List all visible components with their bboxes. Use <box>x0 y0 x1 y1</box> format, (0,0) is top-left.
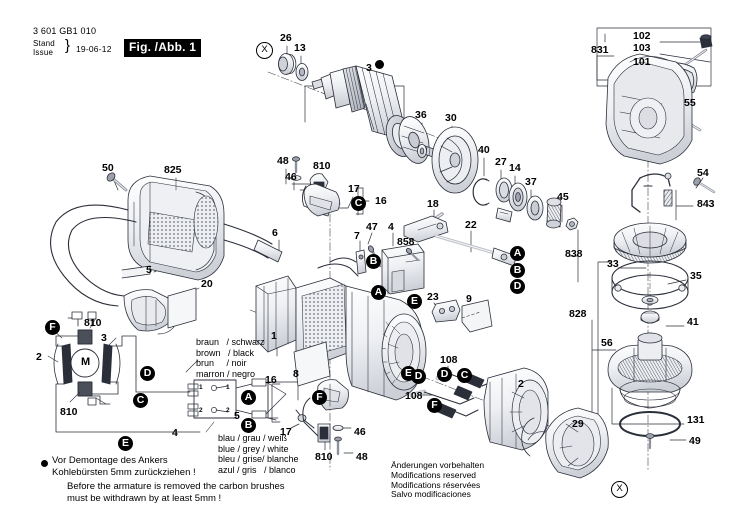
assembly-mark-b: B <box>366 254 381 269</box>
cross-reference-mark: X <box>256 42 273 59</box>
part-number-callout: 47 <box>366 221 378 233</box>
part-number-callout: 838 <box>565 248 583 260</box>
part-number-callout: 16 <box>265 374 277 386</box>
part-number-callout: 2 <box>36 351 42 363</box>
part-number-callout: 33 <box>607 258 619 270</box>
part-number-callout: 40 <box>478 144 490 156</box>
part-number-callout: 3 <box>101 332 107 344</box>
assembly-mark-a: A <box>241 390 256 405</box>
assembly-mark-c: C <box>457 368 472 383</box>
terminal-label-2b: 2 <box>226 407 230 414</box>
part-number-callout: 810 <box>313 160 331 172</box>
assembly-mark-f: F <box>45 320 60 335</box>
part-number-callout: 1 <box>271 330 277 342</box>
part-number-callout: 26 <box>280 32 292 44</box>
part-number-callout: 41 <box>687 316 699 328</box>
part-number-callout: 131 <box>687 414 705 426</box>
part-number-callout: 37 <box>525 176 537 188</box>
assembly-mark-e: E <box>407 294 422 309</box>
disclaimer-text: Änderungen vorbehalten Modifications res… <box>391 460 485 500</box>
assembly-mark-b: B <box>241 418 256 433</box>
part-number-callout: 5 <box>146 264 152 276</box>
issue-date: 19-06-12 <box>76 44 112 54</box>
part-number-callout: 101 <box>633 56 651 68</box>
issue-label: Issue <box>33 47 54 57</box>
part-number-callout: 48 <box>356 451 368 463</box>
assembly-mark-e: E <box>118 436 133 451</box>
part-number-callout: 36 <box>415 109 427 121</box>
warning-text-en: Before the armature is removed the carbo… <box>67 481 285 504</box>
part-number-callout: 14 <box>509 162 521 174</box>
part-number-callout: 46 <box>354 426 366 438</box>
assembly-mark-c: C <box>133 393 148 408</box>
part-number-callout: 17 <box>348 183 360 195</box>
part-number-callout: 3 <box>366 62 372 74</box>
part-number-callout: 22 <box>465 219 477 231</box>
part-number-callout: 35 <box>690 270 702 282</box>
filled-dot-marker <box>375 60 384 69</box>
warning-bullet-icon <box>41 460 48 467</box>
brace-glyph: } <box>65 37 71 54</box>
part-number-callout: 102 <box>633 30 651 42</box>
assembly-mark-d: D <box>437 367 452 382</box>
assembly-mark-f: F <box>312 390 327 405</box>
motor-symbol: M <box>81 356 91 368</box>
part-number-callout: 825 <box>164 164 182 176</box>
part-number-callout: 858 <box>397 236 415 248</box>
part-number-callout: 29 <box>572 418 584 430</box>
assembly-mark-b: B <box>510 263 525 278</box>
part-number-callout: 13 <box>294 42 306 54</box>
part-number-callout: 16 <box>375 195 387 207</box>
warning-text-de: Vor Demontage des Ankers Kohlebürsten 5m… <box>52 455 196 478</box>
terminal-label-1a: 1 <box>199 384 203 391</box>
assembly-mark-d: D <box>140 366 155 381</box>
assembly-mark-d: D <box>510 279 525 294</box>
stand-label: Stand <box>33 39 55 48</box>
part-number-callout: 810 <box>84 317 102 329</box>
part-number-callout: 828 <box>569 308 587 320</box>
part-number-callout: 2 <box>518 378 524 390</box>
assembly-mark-d: D <box>411 369 426 384</box>
legend-brown-wire: braun / schwarz brown / black brun / noi… <box>196 337 265 379</box>
part-number-callout: 103 <box>633 42 651 54</box>
part-number-callout: 7 <box>354 230 360 242</box>
part-number-callout: 55 <box>684 97 696 109</box>
part-number-callout: 46 <box>285 171 297 183</box>
part-number-callout: 56 <box>601 337 613 349</box>
part-number-callout: 27 <box>495 156 507 168</box>
part-number-callout: 45 <box>557 191 569 203</box>
part-number-callout: 810 <box>60 406 78 418</box>
part-number-callout: 8 <box>293 368 299 380</box>
legend-blue-wire: blau / grau / weiß blue / grey / white b… <box>218 433 299 475</box>
part-number-callout: 54 <box>697 167 709 179</box>
assembly-mark-c: C <box>351 196 366 211</box>
part-number-callout: 108 <box>440 354 458 366</box>
part-number-callout: 6 <box>272 227 278 239</box>
part-number-callout: 831 <box>591 44 609 56</box>
part-number-callout: 9 <box>466 293 472 305</box>
part-number-callout: 23 <box>427 291 439 303</box>
assembly-mark-a: A <box>371 285 386 300</box>
part-number-callout: 18 <box>427 198 439 210</box>
part-number-callout: 810 <box>315 451 333 463</box>
cross-reference-mark: X <box>611 481 628 498</box>
part-number-callout: 108 <box>405 390 423 402</box>
part-number-callout: 30 <box>445 112 457 124</box>
part-number-callout: 4 <box>388 221 394 233</box>
assembly-mark-f: F <box>427 398 442 413</box>
part-number-callout: 48 <box>277 155 289 167</box>
terminal-label-2a: 2 <box>199 407 203 414</box>
assembly-mark-a: A <box>510 246 525 261</box>
part-number: 3 601 GB1 010 <box>33 26 97 36</box>
terminal-label-1b: 1 <box>226 384 230 391</box>
part-number-callout: 5 <box>234 410 240 422</box>
part-number-callout: 20 <box>201 278 213 290</box>
part-number-callout: 843 <box>697 198 715 210</box>
part-number-callout: 4 <box>172 427 178 439</box>
part-number-callout: 17 <box>280 426 292 438</box>
part-number-callout: 49 <box>689 435 701 447</box>
figure-badge: Fig. /Abb. 1 <box>124 38 202 57</box>
part-number-callout: 50 <box>102 162 114 174</box>
